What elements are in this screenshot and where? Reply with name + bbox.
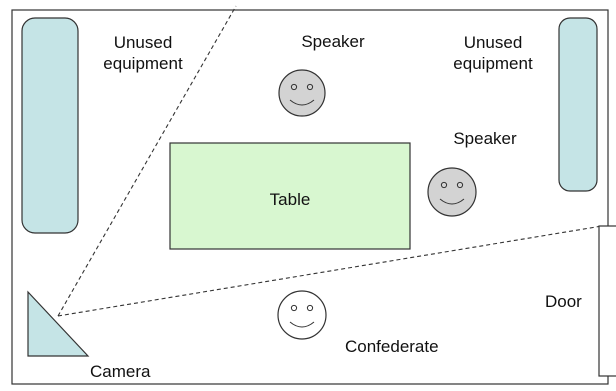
speaker-right-label: Speaker [453,129,517,148]
unused-right-line1: Unused [463,33,523,52]
unused-left-line1: Unused [113,33,173,52]
speaker-top-label: Speaker [301,32,365,51]
speaker-face-top [278,69,326,117]
table-label: Table [269,190,311,209]
room-walls [11,9,609,385]
camera-view-line-lower [57,225,603,317]
unused-left-line2: equipment [103,54,183,73]
confederate-label: Confederate [345,337,439,356]
camera-shape [27,290,90,357]
unused-right-line2: equipment [453,54,533,73]
camera-label: Camera [90,362,151,381]
unused-equipment-right-label: Unused equipment [448,32,538,74]
door-shape [598,225,616,377]
unused-equipment-right [558,17,598,192]
unused-equipment-left [21,17,79,234]
speaker-face-right [427,167,477,217]
unused-equipment-left-label: Unused equipment [98,32,188,74]
door-label: Door [545,292,582,311]
table-shape [169,142,411,250]
confederate-face [277,290,327,340]
camera-view-line-upper [57,5,237,317]
